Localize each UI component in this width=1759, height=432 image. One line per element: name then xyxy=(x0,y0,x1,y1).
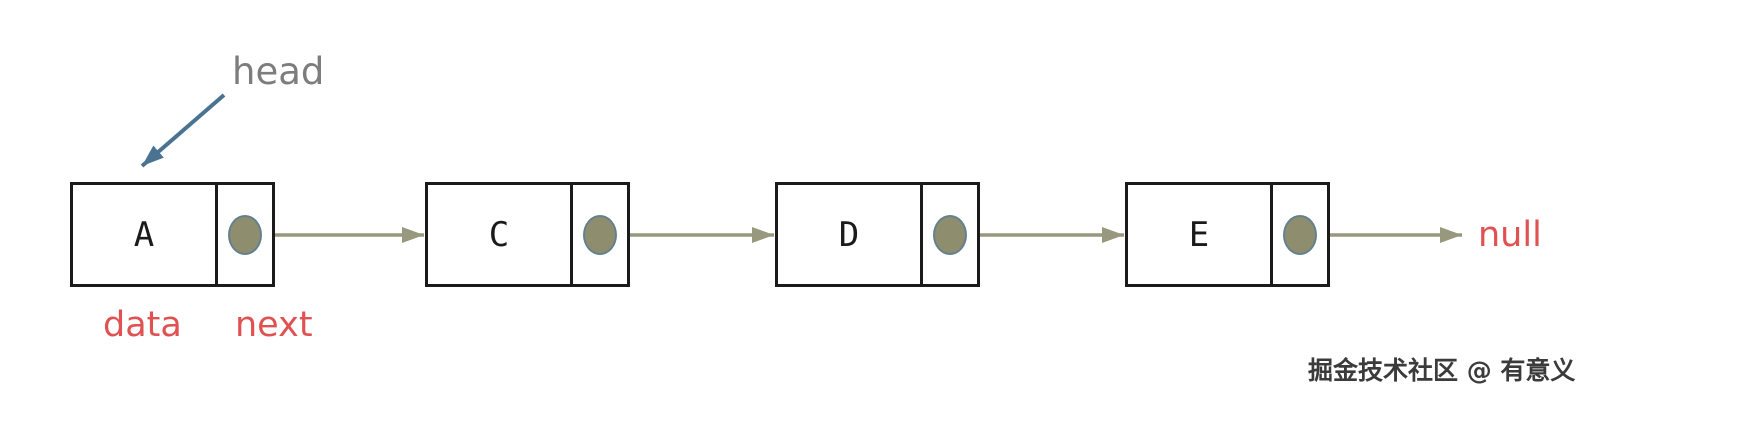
list-node-e: E xyxy=(1125,182,1330,287)
node-value: E xyxy=(1188,214,1210,255)
node-next-cell xyxy=(1273,185,1327,284)
node-value: A xyxy=(133,214,155,255)
null-label: null xyxy=(1478,215,1542,255)
node-value: C xyxy=(488,214,510,255)
list-node-c: C xyxy=(425,182,630,287)
pointer-dot-icon xyxy=(933,214,967,255)
node-data-cell: A xyxy=(73,185,218,284)
node-next-cell xyxy=(573,185,627,284)
node-value: D xyxy=(838,214,860,255)
node-next-cell xyxy=(923,185,977,284)
pointer-dot-icon xyxy=(583,214,617,255)
node-next-cell xyxy=(218,185,272,284)
head-label: head xyxy=(232,50,325,93)
pointer-dot-icon xyxy=(228,214,262,255)
head-arrow xyxy=(140,93,226,168)
next-field-label: next xyxy=(235,305,313,345)
watermark-text: 掘金技术社区 @ 有意义 xyxy=(1308,356,1576,385)
pointer-dot-icon xyxy=(1283,214,1317,255)
list-node-a: A xyxy=(70,182,275,287)
node-data-cell: E xyxy=(1128,185,1273,284)
list-node-d: D xyxy=(775,182,980,287)
node-data-cell: C xyxy=(428,185,573,284)
node-data-cell: D xyxy=(778,185,923,284)
data-field-label: data xyxy=(103,305,182,345)
